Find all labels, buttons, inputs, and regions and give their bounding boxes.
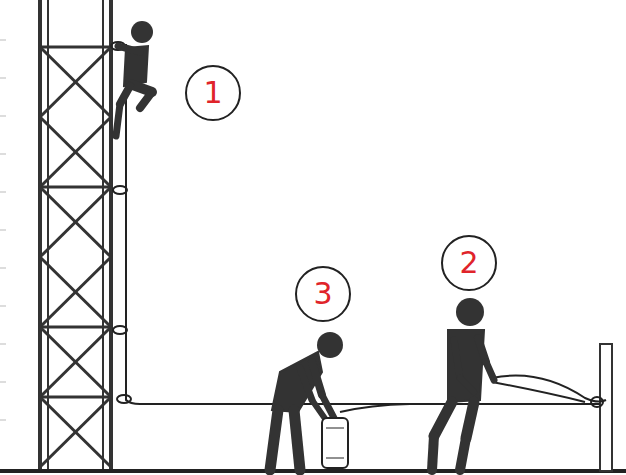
anchor-post [600, 344, 612, 471]
rescue-bag [322, 418, 348, 468]
callout-number: 1 [203, 78, 222, 108]
climber-figure [116, 21, 153, 136]
grid-ticks [0, 40, 6, 420]
lattice-tower [40, 0, 111, 470]
callout-circle: 2 [441, 235, 497, 291]
callout-number: 2 [459, 248, 478, 278]
ground-line [0, 469, 626, 473]
callout-circle: 1 [185, 65, 241, 121]
rope [111, 42, 606, 412]
callout-number: 3 [313, 279, 332, 309]
hauler-figure [432, 298, 494, 470]
callout-circle: 3 [295, 266, 351, 322]
